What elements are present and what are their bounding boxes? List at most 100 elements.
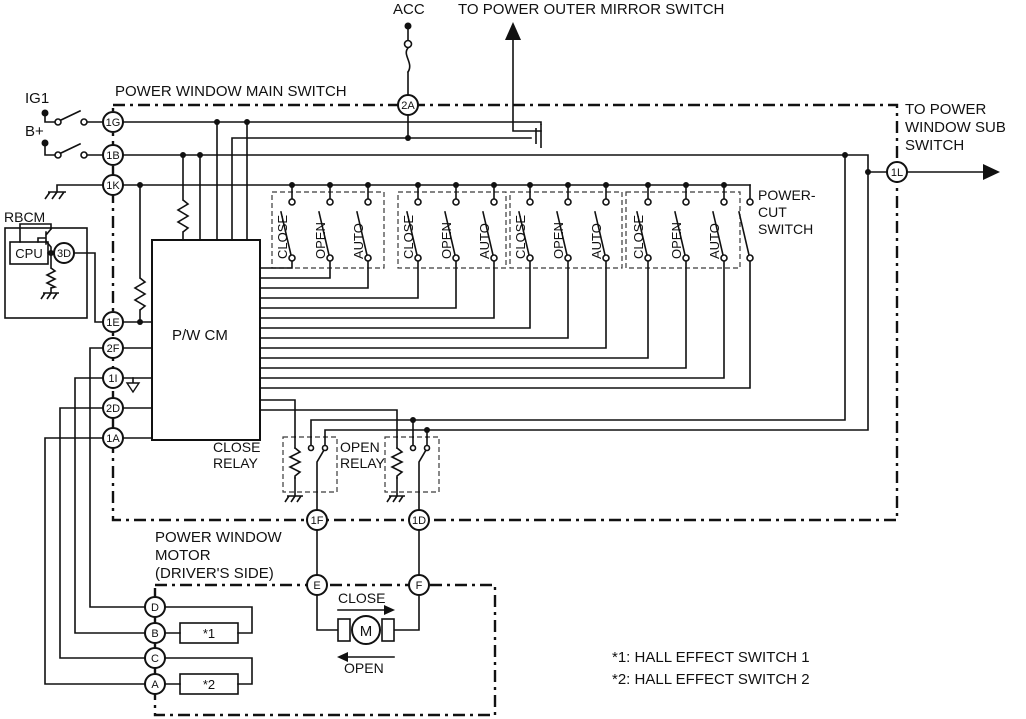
switch-label-close-2: CLOSE [401,215,416,259]
connector-layer: 2A 1G 1B 1K 3D 1E 2F 1I 2D 1A 1L 1F 1D E… [53,94,908,695]
connector-1l: 1L [886,161,908,183]
connector-b: B [144,622,166,644]
svg-text:1G: 1G [106,117,121,129]
switch-group-box-3 [509,191,623,269]
note-1: *1: HALL EFFECT SWITCH 1 [612,649,810,666]
connector-f: F [408,574,430,596]
motor-open-label: OPEN [344,660,384,676]
svg-text:1K: 1K [106,180,120,192]
ground-icon [44,191,66,200]
sub-switch-label-3: SWITCH [905,137,964,154]
connector-1a: 1A [102,427,124,449]
svg-text:2A: 2A [401,100,415,112]
power-cut-label-3: SWITCH [758,221,813,237]
svg-text:1A: 1A [106,433,120,445]
mosfet-icon [535,124,542,148]
rbcm-box [4,227,88,319]
switch-label-close-4: CLOSE [631,215,646,259]
motor-label-1: POWER WINDOW [155,529,282,546]
svg-text:C: C [151,653,159,665]
ground-icon [284,495,303,503]
ground-icon [40,292,59,300]
motor-boundary [153,583,497,717]
svg-text:1F: 1F [311,515,324,527]
hall-2-label: *2 [203,677,215,692]
text-layer: ACC TO POWER OUTER MIRROR SWITCH POWER W… [4,1,1006,692]
sub-switch-label-2: WINDOW SUB [905,119,1006,136]
close-relay-label-2: RELAY [213,455,259,471]
motor-circle [351,615,381,645]
resistor [45,267,58,289]
connector-2d: 2D [102,397,124,419]
pwcm-label: P/W CM [172,327,228,344]
switch-label-auto-4: AUTO [707,223,722,259]
acc-label: ACC [393,1,425,18]
connector-1f: 1F [306,509,328,531]
connector-2f: 2F [102,337,124,359]
svg-text:3D: 3D [57,248,71,260]
switch-label-auto-1: AUTO [351,223,366,259]
connector-e: E [306,574,328,596]
svg-text:1B: 1B [106,150,119,162]
motor-symbol: M [337,615,395,645]
main-switch-boundary [111,103,899,522]
motor-brush-right [381,618,395,642]
svg-text:1I: 1I [108,373,117,385]
note-2: *2: HALL EFFECT SWITCH 2 [612,671,810,688]
switch-label-open-3: OPEN [551,222,566,259]
contact-circles [54,39,754,452]
svg-text:1E: 1E [106,317,119,329]
motor-brush-left [337,618,351,642]
connector-1b: 1B [102,144,124,166]
right-arrow-icon [983,164,1000,180]
connector-1d: 1D [408,509,430,531]
switch-group-box-1 [271,191,385,269]
clamp-triangle-icon [125,382,141,394]
connector-d: D [144,596,166,618]
svg-text:F: F [416,580,423,592]
connector-2a: 2A [397,94,419,116]
connector-a: A [144,673,166,695]
switch-group-boxes [271,191,741,493]
rbcm-label: RBCM [4,209,45,225]
switch-label-open-1: OPEN [313,222,328,259]
connector-3d: 3D [53,242,75,264]
switch-label-close-1: CLOSE [275,215,290,259]
svg-text:A: A [151,679,159,691]
hall-1-label: *1 [203,626,215,641]
up-arrow-icon [505,22,521,40]
svg-text:2F: 2F [107,343,120,355]
pwcm-box [151,239,261,441]
switch-label-auto-3: AUTO [589,223,604,259]
close-relay-label-1: CLOSE [213,439,260,455]
connector-1g: 1G [102,111,124,133]
ground-icon [386,495,405,503]
connector-1e: 1E [102,311,124,333]
open-relay-label-1: OPEN [340,439,380,455]
svg-text:E: E [313,580,320,592]
motor-close-label: CLOSE [338,590,385,606]
svg-text:1L: 1L [891,167,903,179]
connector-1i: 1I [102,367,124,389]
svg-text:D: D [151,602,159,614]
svg-text:B: B [151,628,158,640]
sub-switch-label-1: TO POWER [905,101,987,118]
switch-label-open-2: OPEN [439,222,454,259]
resistor [133,277,147,311]
switch-group-box-4 [625,191,741,269]
outer-mirror-label: TO POWER OUTER MIRROR SWITCH [458,1,724,18]
resistor [176,199,190,233]
wire-layer [19,28,984,685]
motor-label-2: MOTOR [155,547,211,564]
svg-text:1D: 1D [412,515,426,527]
close-arrow-icon [384,605,395,615]
switch-group-box-2 [397,191,507,269]
open-relay-label-2: RELAY [340,455,386,471]
ig1-label: IG1 [25,90,49,107]
svg-text:2D: 2D [106,403,120,415]
close-relay-box [282,436,338,493]
switch-label-auto-2: AUTO [477,223,492,259]
open-arrow-icon [337,652,348,662]
